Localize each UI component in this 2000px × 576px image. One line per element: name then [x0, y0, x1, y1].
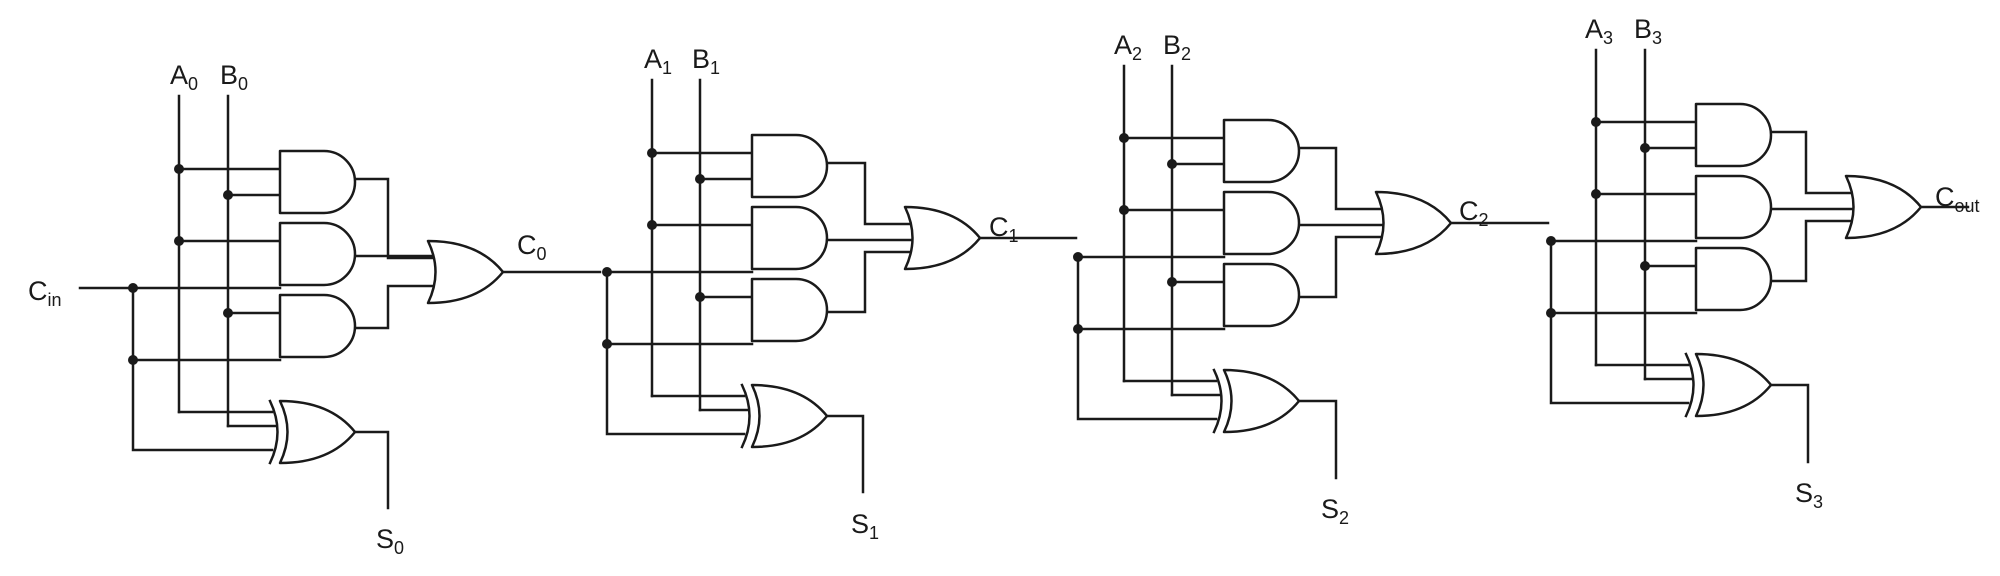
s1-and3-or-wire — [825, 250, 915, 314]
s1-dot-cin2 — [602, 339, 612, 349]
s0-and-gate-2 — [278, 221, 357, 287]
s1-label: S1 — [851, 509, 879, 543]
s1-and-gate-2 — [750, 205, 829, 271]
s2-dot-a2 — [1119, 205, 1129, 215]
c0-label: C0 — [517, 230, 547, 264]
s3-and1-or-wire — [1769, 130, 1856, 195]
s2-dot-cin1 — [1073, 252, 1083, 262]
s0-dot-cin1 — [128, 283, 138, 293]
s3-xor-gate — [1694, 352, 1773, 418]
b2-label: B2 — [1163, 30, 1191, 64]
junction-dots — [128, 117, 1650, 365]
s2-dot-cin2 — [1073, 324, 1083, 334]
s2-dot-b3 — [1167, 277, 1177, 287]
cin-label: Cin — [28, 276, 62, 310]
s1-xor-gate-input-arc — [740, 383, 751, 449]
s1-dot-cin1 — [602, 267, 612, 277]
s1-xor-gate — [750, 383, 829, 449]
c2-label: C2 — [1459, 196, 1489, 230]
s0-dot-b1 — [223, 190, 233, 200]
s1-dot-b1 — [695, 174, 705, 184]
s0-dot-cin2 — [128, 355, 138, 365]
s3-and-gate-1 — [1694, 102, 1773, 168]
s1-dot-a1 — [647, 148, 657, 158]
s3-sum-wire — [1769, 383, 1810, 464]
s1-dot-a2 — [647, 220, 657, 230]
s1-or-gate — [903, 205, 982, 271]
s3-xor-gate-input-arc — [1684, 352, 1695, 418]
b0-label: B0 — [220, 60, 248, 94]
s2-cin-trunk-wire — [1076, 255, 1218, 421]
a2-label: A2 — [1114, 30, 1142, 64]
s0-dot-b3 — [223, 308, 233, 318]
s3-and-gate-3 — [1694, 246, 1773, 312]
s0-cin-trunk-wire — [131, 286, 274, 452]
s2-dot-a1 — [1119, 133, 1129, 143]
s3-cin-trunk-wire — [1549, 239, 1690, 405]
s3-or-gate — [1844, 174, 1923, 240]
s0-and3-or-wire — [353, 284, 438, 330]
s2-xor-gate — [1222, 368, 1301, 434]
s2-and-gate-2 — [1222, 190, 1301, 256]
s2-and-gate-1 — [1222, 118, 1301, 184]
s2-xor-gate-input-arc — [1212, 368, 1223, 434]
s0-and-gate-3 — [278, 293, 357, 359]
s0-dot-a2 — [174, 236, 184, 246]
a0-label: A0 — [170, 60, 198, 94]
s2-or-gate — [1374, 190, 1453, 256]
s2-sum-wire — [1297, 399, 1338, 480]
s1-cin-trunk-wire — [605, 270, 746, 436]
s1-dot-b3 — [695, 292, 705, 302]
s3-and3-or-wire — [1769, 219, 1856, 283]
s0-or-gate — [426, 239, 505, 305]
s1-and1-or-wire — [825, 161, 915, 226]
s0-xor-gate — [278, 399, 357, 465]
s2-label: S2 — [1321, 494, 1349, 528]
a3-label: A3 — [1585, 14, 1613, 48]
c1-label: C1 — [989, 212, 1019, 246]
b3-label: B3 — [1634, 14, 1662, 48]
s2-and1-or-wire — [1297, 146, 1386, 211]
s0-dot-a1 — [174, 164, 184, 174]
s2-dot-b1 — [1167, 159, 1177, 169]
gates — [268, 102, 1923, 465]
s3-dot-b3 — [1640, 261, 1650, 271]
s3-and-gate-2 — [1694, 174, 1773, 240]
s0-sum-wire — [353, 430, 390, 510]
s3-dot-a2 — [1591, 189, 1601, 199]
s3-dot-b1 — [1640, 143, 1650, 153]
s0-label: S0 — [376, 524, 404, 558]
s0-xor-gate-input-arc — [268, 399, 279, 465]
signal-labels: Cin Cout A0 B0 S0 C0 A1 B1 S1 C1 A2 B2 S… — [28, 14, 1980, 558]
b1-label: B1 — [692, 44, 720, 78]
s2-and-gate-3 — [1222, 262, 1301, 328]
s3-dot-cin2 — [1546, 308, 1556, 318]
s3-dot-a1 — [1591, 117, 1601, 127]
s0-and1-or-wire — [353, 177, 438, 260]
cout-label: Cout — [1935, 182, 1980, 216]
s3-dot-cin1 — [1546, 236, 1556, 246]
s3-label: S3 — [1795, 478, 1823, 512]
s2-and3-or-wire — [1297, 235, 1386, 299]
s1-sum-wire — [825, 414, 865, 494]
s1-and-gate-1 — [750, 133, 829, 199]
a1-label: A1 — [644, 44, 672, 78]
wires — [78, 48, 1970, 510]
s1-and-gate-3 — [750, 277, 829, 343]
s0-and-gate-1 — [278, 149, 357, 215]
